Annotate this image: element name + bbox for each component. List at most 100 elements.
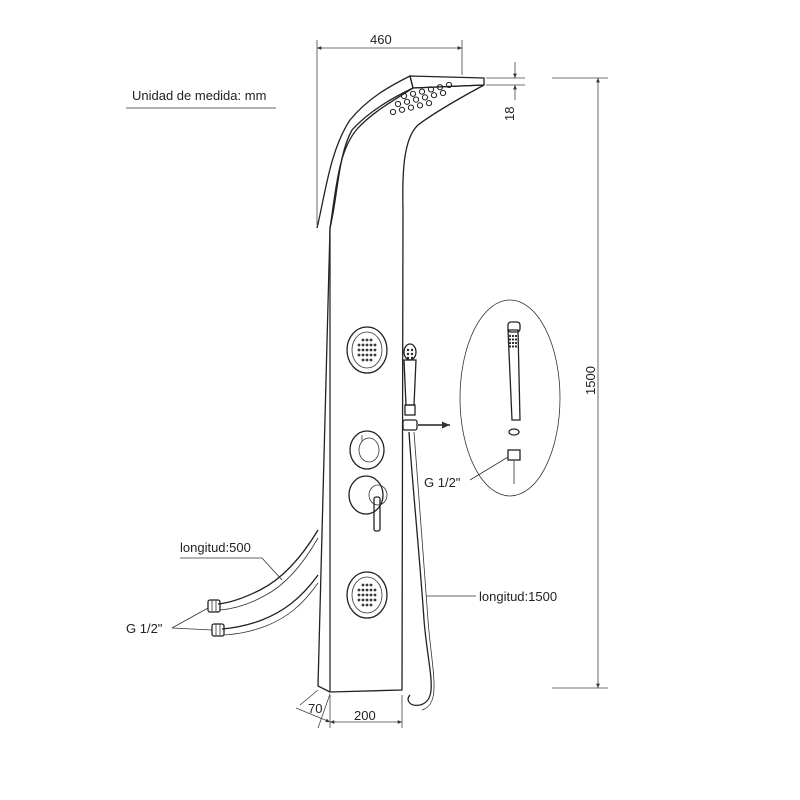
rain-head-plate [409, 75, 485, 89]
rain-nozzle [445, 81, 453, 89]
detail-leader [469, 456, 509, 481]
jet-nozzle [369, 343, 373, 347]
hand-shower-detail [418, 299, 561, 497]
jet-nozzle [361, 598, 365, 602]
rain-nozzle [389, 108, 397, 116]
hand-shower-hose [407, 431, 432, 706]
jet-nozzle [369, 353, 373, 357]
rain-nozzle [421, 94, 429, 101]
rain-nozzle [394, 100, 402, 108]
jet-nozzle [373, 598, 377, 602]
hose-length-left-leader [261, 557, 283, 581]
jet-nozzle [369, 603, 373, 607]
rain-nozzle [398, 106, 406, 113]
jet-nozzle [373, 588, 377, 592]
jet-nozzle [357, 343, 361, 347]
jet-nozzle [365, 603, 369, 607]
dim-head-thickness-label: 18 [502, 107, 517, 121]
jet-nozzle [357, 588, 361, 592]
jet-nozzle [361, 358, 365, 362]
hand-shower-nozzle [410, 356, 414, 360]
rain-nozzle [403, 98, 411, 105]
rain-nozzle [430, 92, 438, 99]
jet-nozzle [369, 583, 373, 587]
hand-shower-nozzle [410, 352, 414, 356]
rain-nozzle [400, 92, 408, 100]
jet-nozzle [373, 348, 377, 352]
jet-nozzle [361, 583, 365, 587]
hand-shower-nozzle [406, 356, 410, 360]
jet-nozzle [369, 593, 373, 597]
jet-nozzle [357, 348, 361, 352]
dim-total-height-label: 1500 [583, 366, 598, 395]
jet-nozzle [365, 338, 369, 342]
supply-hose-upper [217, 529, 319, 605]
detail-nozzle [514, 338, 518, 341]
detail-nozzle [511, 341, 515, 345]
detail-nozzle [508, 338, 512, 341]
rain-nozzle [439, 89, 447, 97]
hand-shower [402, 343, 418, 431]
diverter-lever [348, 475, 388, 532]
detail-nozzle [514, 341, 518, 345]
hose-length-left-label: longitud:500 [180, 540, 251, 555]
jet-nozzle [373, 343, 377, 347]
jet-nozzle [369, 598, 373, 602]
shower-panel [316, 75, 485, 693]
jet-nozzle [365, 348, 369, 352]
rain-nozzle [418, 88, 426, 95]
rain-nozzle [427, 86, 435, 93]
dim-base-width [329, 695, 403, 728]
jet-nozzle [361, 353, 365, 357]
jet-nozzle [361, 343, 365, 347]
rain-nozzle [436, 84, 444, 91]
jet-nozzle [357, 593, 361, 597]
rain-nozzle [407, 104, 415, 111]
hose-length-right-label: longitud:1500 [479, 589, 557, 604]
thermostat-knob [349, 430, 385, 470]
detail-nozzle [511, 345, 515, 348]
rain-nozzle [412, 96, 420, 103]
jet-nozzle [365, 588, 369, 592]
hand-shower-nozzle [406, 352, 410, 356]
jet-nozzle [373, 593, 377, 597]
hand-shower-nozzle [406, 348, 410, 352]
supply-hose-lower [221, 574, 319, 630]
dim-depth-label: 70 [308, 701, 322, 716]
detail-circle [459, 299, 561, 497]
units-note: Unidad de medida: mm [132, 88, 266, 103]
jet-nozzle [369, 358, 373, 362]
dim-base-width-label: 200 [354, 708, 376, 723]
jet-nozzle [369, 588, 373, 592]
jet-nozzle [357, 353, 361, 357]
detail-nozzle [514, 345, 518, 348]
jet-nozzle [369, 348, 373, 352]
rain-nozzle [425, 100, 433, 107]
jet-nozzle [361, 603, 365, 607]
jet-nozzle [365, 358, 369, 362]
panel-side-edge [316, 75, 414, 693]
dim-depth [295, 689, 331, 729]
detail-nozzle [508, 341, 512, 345]
dim-top-width-label: 460 [370, 32, 392, 47]
hose-fitting-lower [211, 623, 225, 637]
thread-detail-label: G 1/2" [424, 475, 461, 490]
rain-nozzle [409, 90, 417, 97]
rain-head-nozzles [389, 81, 453, 116]
jet-nozzle [357, 598, 361, 602]
hose-fitting-upper [207, 599, 221, 613]
detail-nozzle [508, 334, 512, 338]
jet-nozzle [365, 583, 369, 587]
jet-nozzle [361, 348, 365, 352]
jet-nozzle [361, 588, 365, 592]
jet-nozzle [365, 353, 369, 357]
body-jet-upper [346, 326, 388, 374]
thread-left-label: G 1/2" [126, 621, 163, 636]
detail-nozzle [514, 334, 518, 338]
jet-nozzle [365, 598, 369, 602]
body-jet-lower [346, 571, 388, 619]
rain-nozzle [416, 102, 424, 109]
jet-nozzle [361, 338, 365, 342]
jet-nozzle [369, 338, 373, 342]
